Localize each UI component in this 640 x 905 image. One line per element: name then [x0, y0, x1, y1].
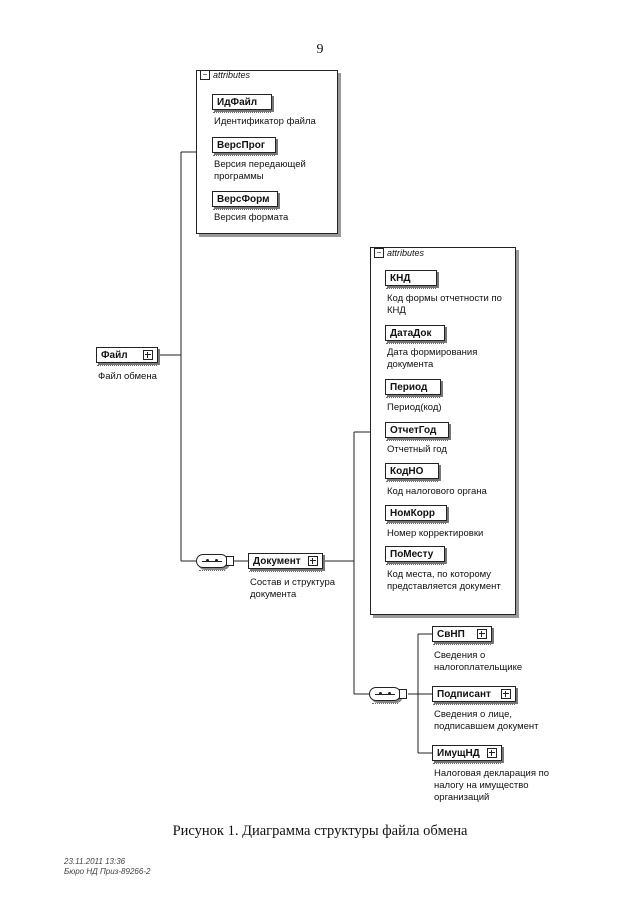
- connector-port: [399, 689, 407, 699]
- attribute-versform[interactable]: ВерсФорм: [212, 191, 278, 210]
- attribute-description: Код формы отчетности по КНД: [387, 293, 502, 316]
- divider: [196, 82, 212, 83]
- attribute-description: Номер корректировки: [387, 528, 484, 539]
- element-name: ИмущНД: [437, 747, 480, 759]
- attributes-label: attributes: [387, 248, 425, 258]
- divider: [249, 571, 322, 572]
- attribute-knd[interactable]: КНД: [385, 270, 437, 289]
- root-element-file[interactable]: Файл: [96, 347, 158, 366]
- sequence-compositor-icon[interactable]: [196, 554, 228, 571]
- sequence-bar: [202, 558, 222, 562]
- divider: [199, 570, 225, 571]
- element-name: Файл: [101, 349, 128, 361]
- divider: [433, 644, 491, 645]
- attribute-description: Версия передающей программы: [214, 159, 306, 182]
- attribute-name: КНД: [390, 272, 411, 284]
- element-name: Подписант: [437, 688, 491, 700]
- divider: [386, 523, 446, 524]
- attributes-label: attributes: [213, 70, 251, 80]
- divider: [386, 564, 444, 565]
- divider: [372, 703, 398, 704]
- attribute-idfile[interactable]: ИдФайл: [212, 94, 272, 113]
- footer-timestamp: 23.11.2011 13:36: [64, 857, 126, 866]
- element-description: Состав и структура документа: [250, 577, 336, 600]
- expand-icon[interactable]: [501, 689, 511, 699]
- element-podpisant[interactable]: Подписант: [432, 686, 516, 705]
- page-number: 9: [316, 42, 324, 57]
- figure-caption: Рисунок 1. Диаграмма структуры файла обм…: [172, 823, 468, 839]
- element-name: СвНП: [437, 628, 465, 640]
- attribute-datadok[interactable]: ДатаДок: [385, 325, 445, 344]
- divider: [213, 155, 275, 156]
- attribute-period[interactable]: Период: [385, 379, 441, 398]
- element-svnp[interactable]: СвНП: [432, 626, 492, 645]
- divider: [386, 288, 436, 289]
- collapse-icon[interactable]: −: [374, 248, 384, 258]
- attribute-name: Период: [390, 381, 428, 393]
- attribute-name: ОтчетГод: [390, 424, 437, 436]
- divider: [433, 704, 515, 705]
- divider: [213, 209, 277, 210]
- attribute-name: ИдФайл: [217, 96, 258, 108]
- footer-stamp: 23.11.2011 13:36 Бюро НД Приз-89266-2: [64, 857, 150, 877]
- attribute-name: ВерсФорм: [217, 193, 270, 205]
- element-document[interactable]: Документ: [248, 553, 323, 572]
- attribute-name: КодНО: [390, 465, 424, 477]
- attribute-description: Идентификатор файла: [214, 116, 316, 127]
- file-attributes-header[interactable]: − attributes: [200, 70, 250, 80]
- element-description: Сведения о налогоплательщике: [434, 650, 523, 673]
- attribute-description: Дата формирования документа: [387, 347, 478, 370]
- element-description: Файл обмена: [98, 371, 157, 382]
- attribute-name: ВерсПрог: [217, 139, 266, 151]
- attribute-versprog[interactable]: ВерсПрог: [212, 137, 276, 156]
- attribute-otchetgod[interactable]: ОтчетГод: [385, 422, 449, 441]
- attribute-name: ДатаДок: [390, 327, 432, 339]
- divider: [433, 763, 501, 764]
- divider: [386, 343, 444, 344]
- element-name: Документ: [253, 555, 301, 567]
- divider: [386, 481, 438, 482]
- attribute-description: Период(код): [387, 402, 442, 413]
- expand-icon[interactable]: [487, 748, 497, 758]
- attribute-name: ПоМесту: [390, 548, 434, 560]
- attribute-nomkorr[interactable]: НомКорр: [385, 505, 447, 524]
- divider: [97, 365, 157, 366]
- expand-icon[interactable]: [308, 556, 318, 566]
- connector-port: [226, 556, 234, 566]
- expand-icon[interactable]: [477, 629, 487, 639]
- sequence-compositor-icon[interactable]: [369, 687, 401, 704]
- element-imushnd[interactable]: ИмущНД: [432, 745, 502, 764]
- attribute-description: Код места, по которому представляется до…: [387, 569, 501, 592]
- divider: [386, 440, 448, 441]
- expand-icon[interactable]: [143, 350, 153, 360]
- attribute-name: НомКорр: [390, 507, 436, 519]
- divider: [213, 112, 271, 113]
- footer-doc-id: Бюро НД Приз-89266-2: [64, 867, 151, 876]
- attribute-kodno[interactable]: КодНО: [385, 463, 439, 482]
- document-attributes-header[interactable]: − attributes: [374, 248, 424, 258]
- divider: [386, 397, 440, 398]
- attribute-pomestu[interactable]: ПоМесту: [385, 546, 445, 565]
- attribute-description: Код налогового органа: [387, 486, 487, 497]
- element-description: Налоговая декларация по налогу на имущес…: [434, 768, 550, 803]
- element-description: Сведения о лице, подписавшем документ: [434, 709, 539, 732]
- attribute-description: Отчетный год: [387, 444, 447, 455]
- attribute-description: Версия формата: [214, 212, 289, 223]
- collapse-icon[interactable]: −: [200, 70, 210, 80]
- sequence-bar: [375, 691, 395, 695]
